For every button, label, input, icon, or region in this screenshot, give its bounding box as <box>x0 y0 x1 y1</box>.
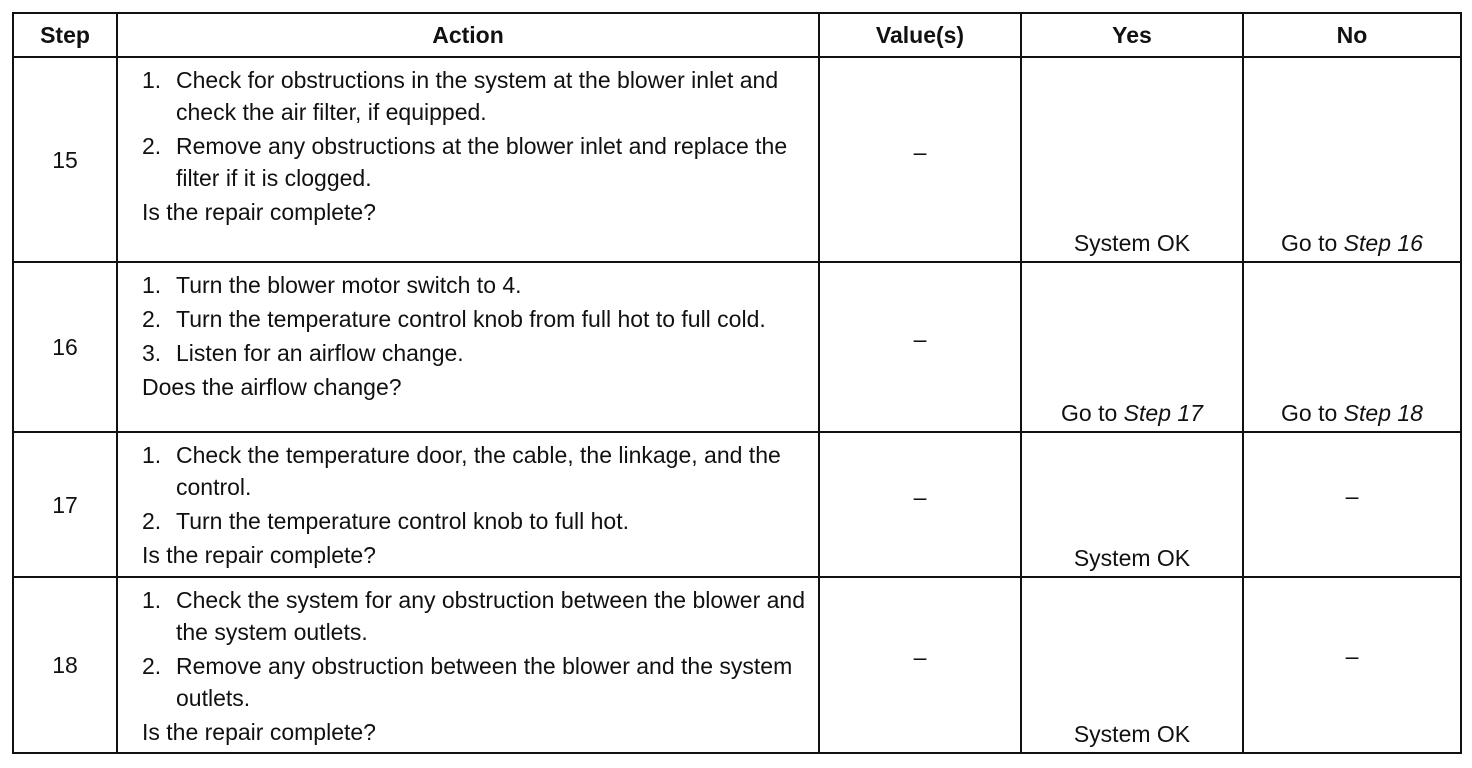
action-item: 2. Turn the temperature control knob to f… <box>142 505 810 537</box>
no-step-ref: Step 18 <box>1343 400 1423 426</box>
header-step: Step <box>12 12 118 58</box>
item-number: 2. <box>142 133 162 159</box>
action-item: 2. Remove any obstruction between the blo… <box>142 650 810 714</box>
no-cell: Go to Step 16 <box>1242 56 1462 263</box>
table-row: 16 1. Turn the blower motor switch to 4. … <box>12 261 1462 433</box>
table-row: 17 1. Check the temperature door, the cab… <box>12 431 1462 578</box>
header-no: No <box>1242 12 1462 58</box>
yes-cell: Go to Step 17 <box>1020 261 1244 433</box>
action-cell: 1. Check the system for any obstruction b… <box>116 576 820 754</box>
item-number: 2. <box>142 653 162 679</box>
no-cell: Go to Step 18 <box>1242 261 1462 433</box>
item-number: 2. <box>142 508 162 534</box>
step-number: 18 <box>12 576 118 754</box>
item-text: Check for obstructions in the system at … <box>176 67 779 125</box>
item-text: Turn the temperature control knob to ful… <box>176 508 630 534</box>
action-item: 1. Check the system for any obstruction b… <box>142 584 810 648</box>
action-question: Is the repair complete? <box>142 199 376 225</box>
table-row: 18 1. Check the system for any obstructio… <box>12 576 1462 754</box>
no-text: Go to <box>1281 230 1344 256</box>
header-values: Value(s) <box>818 12 1022 58</box>
step-number: 15 <box>12 56 118 263</box>
action-item: 1. Check for obstructions in the system a… <box>142 64 810 128</box>
item-number: 1. <box>142 272 162 298</box>
action-cell: 1. Turn the blower motor switch to 4. 2. T… <box>116 261 820 433</box>
item-number: 3. <box>142 340 162 366</box>
item-text: Turn the temperature control knob from f… <box>176 306 766 332</box>
item-text: Remove any obstructions at the blower in… <box>176 133 788 191</box>
action-question: Does the airflow change? <box>142 374 402 400</box>
header-yes: Yes <box>1020 12 1244 58</box>
action-item: 2. Turn the temperature control knob from… <box>142 303 810 335</box>
item-text: Turn the blower motor switch to 4. <box>176 272 522 298</box>
yes-text: System OK <box>1073 721 1191 747</box>
yes-text: Go to <box>1061 400 1124 426</box>
table-row: 15 1. Check for obstructions in the syste… <box>12 56 1462 263</box>
item-number: 2. <box>142 306 162 332</box>
value-cell: – <box>818 431 1022 578</box>
step-number: 17 <box>12 431 118 578</box>
action-list: 1. Check for obstructions in the system a… <box>142 64 810 194</box>
value-cell: – <box>818 56 1022 263</box>
value-dash: – <box>913 326 927 352</box>
action-question: Is the repair complete? <box>142 542 376 568</box>
action-item: 1. Turn the blower motor switch to 4. <box>142 269 810 301</box>
no-dash: – <box>1345 482 1359 509</box>
yes-cell: System OK <box>1020 576 1244 754</box>
header-action: Action <box>116 12 820 58</box>
item-text: Remove any obstruction between the blowe… <box>176 653 793 711</box>
item-number: 1. <box>142 587 162 613</box>
value-dash: – <box>913 483 927 510</box>
no-step-ref: Step 16 <box>1343 230 1423 256</box>
action-question: Is the repair complete? <box>142 719 376 745</box>
yes-cell: System OK <box>1020 56 1244 263</box>
diagnostic-table: Step Action Value(s) Yes No 15 1. Check f… <box>12 12 1462 754</box>
yes-text: System OK <box>1073 545 1191 571</box>
action-list: 1. Turn the blower motor switch to 4. 2. T… <box>142 269 810 369</box>
item-number: 1. <box>142 67 162 93</box>
item-text: Listen for an airflow change. <box>176 340 464 366</box>
step-number: 16 <box>12 261 118 433</box>
no-cell: – <box>1242 431 1462 578</box>
action-cell: 1. Check the temperature door, the cable,… <box>116 431 820 578</box>
yes-text: System OK <box>1073 230 1191 256</box>
action-item: 2. Remove any obstructions at the blower … <box>142 130 810 194</box>
action-item: 3. Listen for an airflow change. <box>142 337 810 369</box>
header-row: Step Action Value(s) Yes No <box>12 12 1462 58</box>
value-dash: – <box>913 644 927 670</box>
item-number: 1. <box>142 442 162 468</box>
action-list: 1. Check the temperature door, the cable,… <box>142 439 810 537</box>
no-text: Go to <box>1281 400 1344 426</box>
action-list: 1. Check the system for any obstruction b… <box>142 584 810 714</box>
value-cell: – <box>818 261 1022 433</box>
no-dash: – <box>1345 643 1359 669</box>
value-cell: – <box>818 576 1022 754</box>
yes-step-ref: Step 17 <box>1123 400 1203 426</box>
item-text: Check the system for any obstruction bet… <box>176 587 806 645</box>
action-item: 1. Check the temperature door, the cable,… <box>142 439 810 503</box>
yes-cell: System OK <box>1020 431 1244 578</box>
no-cell: – <box>1242 576 1462 754</box>
value-dash: – <box>913 138 927 165</box>
item-text: Check the temperature door, the cable, t… <box>176 442 781 500</box>
action-cell: 1. Check for obstructions in the system a… <box>116 56 820 263</box>
